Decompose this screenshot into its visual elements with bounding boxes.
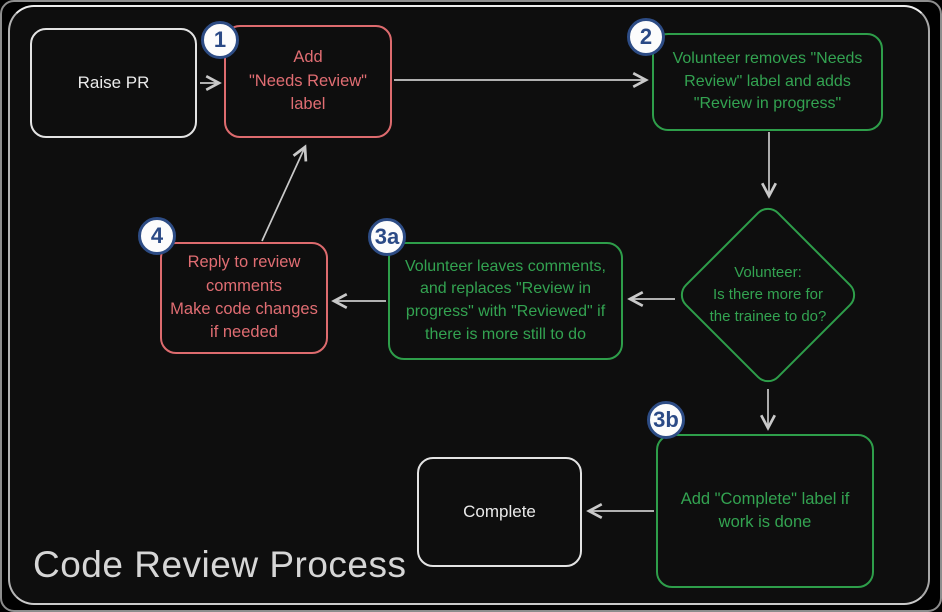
node-raise-pr: Raise PR (30, 28, 197, 138)
decision-diamond-shape (680, 207, 856, 383)
node-complete: Complete (417, 457, 582, 567)
badge-step-1: 1 (201, 21, 239, 59)
badge-step-3b: 3b (647, 401, 685, 439)
node-volunteer-leaves-comments-text: Volunteer leaves comments, and replaces … (405, 257, 606, 343)
badge-step-3a: 3a (368, 218, 406, 256)
decision-diamond-label: Volunteer: Is there more for the trainee… (709, 264, 827, 325)
node-volunteer-leaves-comments: Volunteer leaves comments, and replaces … (388, 242, 623, 360)
node-add-complete-label-text: Add "Complete" label if work is done (680, 489, 850, 531)
node-add-complete-label: Add "Complete" label if work is done (656, 434, 874, 588)
node-volunteer-removes-label: Volunteer removes "Needs Review" label a… (652, 33, 883, 131)
arrow-step4-to-step1 (261, 144, 308, 242)
badge-step-4: 4 (138, 217, 176, 255)
node-reply-to-review-comments: Reply to review comments Make code chang… (160, 242, 328, 354)
diagram-title: Code Review Process (33, 544, 407, 585)
badge-step-2: 2 (627, 18, 665, 56)
node-complete-text: Complete (463, 501, 536, 521)
node-raise-pr-label: Raise PR (77, 72, 150, 92)
node-reply-to-review-comments-text: Reply to review comments Make code chang… (170, 253, 318, 342)
node-add-needs-review-text: Add "Needs Review" label (248, 48, 368, 114)
node-volunteer-removes-text: Volunteer removes "Needs Review" label a… (672, 49, 863, 113)
node-add-needs-review-label: Add "Needs Review" label (224, 25, 392, 138)
